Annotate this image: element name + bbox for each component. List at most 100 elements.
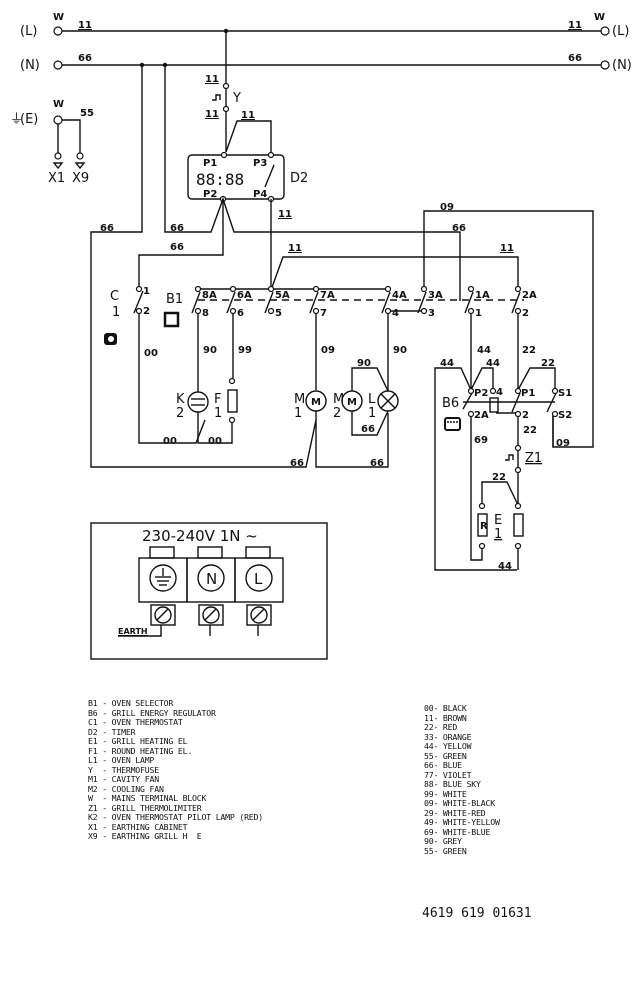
grill-element-num: 1 <box>494 527 502 542</box>
cooling-fan-label: M <box>333 392 344 407</box>
terminal-box-title: 230-240V 1N ~ <box>142 527 258 545</box>
earth-symbol-icon: ⏚ <box>10 112 23 127</box>
legend-color-item: 99- WHITE <box>424 788 467 799</box>
wire-code: 22 <box>492 472 506 483</box>
pilot-lamp-num: 2 <box>176 406 184 421</box>
grill-symbol-icon <box>444 417 461 431</box>
wire-code: 66 <box>361 424 375 435</box>
wire-code: 90 <box>357 358 371 369</box>
terminal-earth <box>149 564 177 592</box>
legend-component-item: E1 - GRILL HEATING EL <box>88 736 188 746</box>
wire-code: 66 <box>170 223 184 234</box>
contact-top-label: 5A <box>275 290 290 301</box>
supply-N-line <box>53 60 610 70</box>
wire-code: 00 <box>208 436 222 447</box>
contact-bottom-label: 2 <box>522 308 529 319</box>
legend-component-item: B6 - GRILL ENERGY REGULATOR <box>88 707 216 718</box>
regulator-pin-P2: P2 <box>474 388 488 399</box>
regulator-pin-2: 2 <box>522 410 529 421</box>
legend-color-item: 77- VIOLET <box>424 769 472 780</box>
oven-lamp-L1: 90 L 1 <box>368 313 407 421</box>
legend-component-item: K2 - OVEN THERMOSTAT PILOT LAMP (RED) <box>88 812 263 822</box>
wire-code: 11 <box>205 109 219 120</box>
wire-code: 09 <box>440 202 454 213</box>
motor-M-glyph: M <box>347 397 357 408</box>
timer-pin-P2: P2 <box>203 189 217 200</box>
wire-code: 11 <box>500 243 514 254</box>
legend-color-item: 11- BROWN <box>424 712 467 723</box>
part-number: 4619 619 01631 <box>422 906 532 921</box>
contact-top-label: 1A <box>475 290 490 301</box>
legend-color-item: 66- BLUE <box>424 760 462 770</box>
grill-element-R: R <box>480 521 488 532</box>
wire-code-L-left: 11 <box>78 20 92 31</box>
terminal-neutral <box>197 564 225 592</box>
wire-code-N-left: 66 <box>78 53 92 64</box>
wire-code: 11 <box>278 209 292 220</box>
cooling-fan-M2: M M 2 90 66 <box>333 358 389 436</box>
wire-code: 99 <box>238 345 252 356</box>
legend-color-item: 88- BLUE SKY <box>424 779 481 789</box>
energy-regulator-label: B6 <box>442 396 459 411</box>
timer-pin-P1: P1 <box>203 158 217 169</box>
motor-M-glyph: M <box>311 397 321 408</box>
thermostat-num: 1 <box>112 305 120 320</box>
pilot-lamp-label: K <box>176 392 185 407</box>
screw-icon <box>154 606 172 624</box>
label-L-left: (L) <box>20 24 37 39</box>
selector-B1: B1 <box>163 288 524 328</box>
legend-color-item: 22- RED <box>424 722 458 732</box>
contact-top-label: 6A <box>237 290 252 301</box>
legend-component-item: M1 - CAVITY FAN <box>88 774 159 784</box>
terminal-N-label: N <box>206 570 217 588</box>
thermofuse-label: Y <box>232 91 241 106</box>
wiring-diagram: (L) (L) W W 11 11 (N) (N) 66 66 ⏚ (E) W … <box>10 12 632 660</box>
terminal-mark-E: W <box>53 99 64 110</box>
legend-color-item: 33- ORANGE <box>424 731 472 742</box>
contact-top-label: 8A <box>202 290 217 301</box>
thermolimiter-label: Z1 <box>525 451 542 466</box>
legend-color-item: 44- YELLOW <box>424 741 472 751</box>
wire-code: 00 <box>163 436 177 447</box>
legend-color-item: 00- BLACK <box>424 703 467 713</box>
regulator-pin-2A: 2A <box>474 410 489 421</box>
terminal-mark-L-left: W <box>53 12 64 23</box>
wire-code-E: 55 <box>80 108 94 119</box>
round-heater-num: 1 <box>214 406 222 421</box>
legend-color-item: 09- WHITE-BLACK <box>424 798 495 808</box>
terminal-box: 230-240V 1N ~ N L EARTH <box>90 522 328 660</box>
selector-label: B1 <box>166 292 183 307</box>
thermostat-pin-2: 2 <box>143 306 150 317</box>
legend-color-item: 49- WHITE-YELLOW <box>424 817 500 827</box>
legend-component-item: C1 - OVEN THERMOSTAT <box>88 717 183 727</box>
wire-code: 90 <box>393 345 407 356</box>
selector-contact: 6A6 <box>226 285 252 319</box>
wire-code: 09 <box>321 345 335 356</box>
contact-top-label: 7A <box>320 290 335 301</box>
label-N-left: (N) <box>20 58 40 73</box>
contact-bottom-label: 4 <box>392 308 399 319</box>
earth-X1-label: X1 <box>48 171 65 186</box>
contact-bottom-label: 5 <box>275 308 282 319</box>
legend-component-item: F1 - ROUND HEATING EL. <box>88 745 193 756</box>
oven-lamp-label: L <box>368 392 376 407</box>
terminal-live <box>245 564 273 592</box>
wire-code: 66 <box>370 458 384 469</box>
legend-component-item: L1 - OVEN LAMP <box>88 755 155 765</box>
label-N-right: (N) <box>612 58 632 73</box>
wire-code-N-right: 66 <box>568 53 582 64</box>
round-heater-F1: 99 F 1 <box>214 313 252 424</box>
wire-code: 66 <box>170 242 184 253</box>
wire-code: 66 <box>100 223 114 234</box>
legend-component-item: B1 - OVEN SELECTOR <box>88 698 174 708</box>
contact-top-label: 2A <box>522 290 537 301</box>
legend-color-item: 69- WHITE-BLUE <box>424 826 491 837</box>
thermostat-pin-1: 1 <box>143 286 150 297</box>
label-E: (E) <box>20 112 38 127</box>
selector-contact: 2A 2 <box>511 285 537 319</box>
cavity-fan-M1: 09 M M 1 66 66 <box>290 313 389 469</box>
terminal-mark-L-right: W <box>594 12 605 23</box>
wire-code: 44 <box>477 345 491 356</box>
